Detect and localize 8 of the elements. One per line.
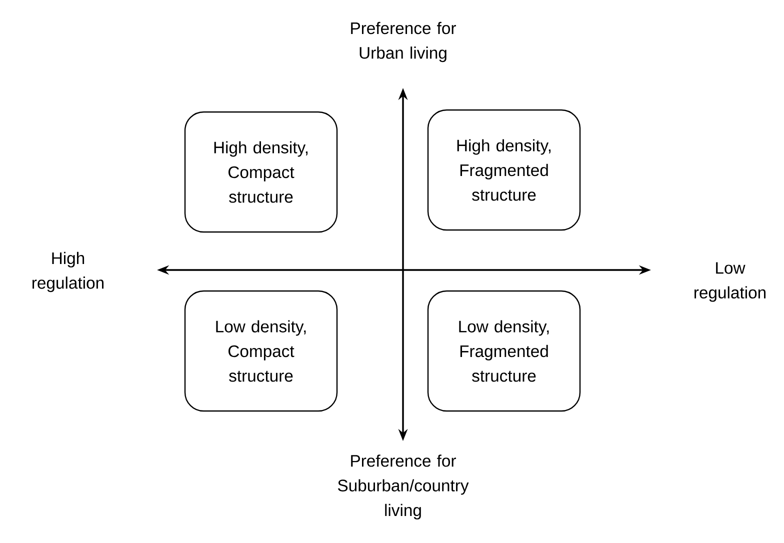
axis-label: High regulation — [32, 252, 104, 292]
quadrant-box: Low density, Fragmented structure — [427, 290, 581, 412]
quadrant-box: High density, Fragmented structure — [427, 109, 581, 231]
quadrant-box: Low density, Compact structure — [184, 290, 338, 412]
axis-label: Preference for Urban living — [351, 22, 456, 62]
quadrant-box: High density, Compact structure — [184, 111, 338, 233]
axis-label: Low regulation — [694, 262, 766, 302]
axis-label: Preference for Suburban/country living — [338, 454, 469, 520]
